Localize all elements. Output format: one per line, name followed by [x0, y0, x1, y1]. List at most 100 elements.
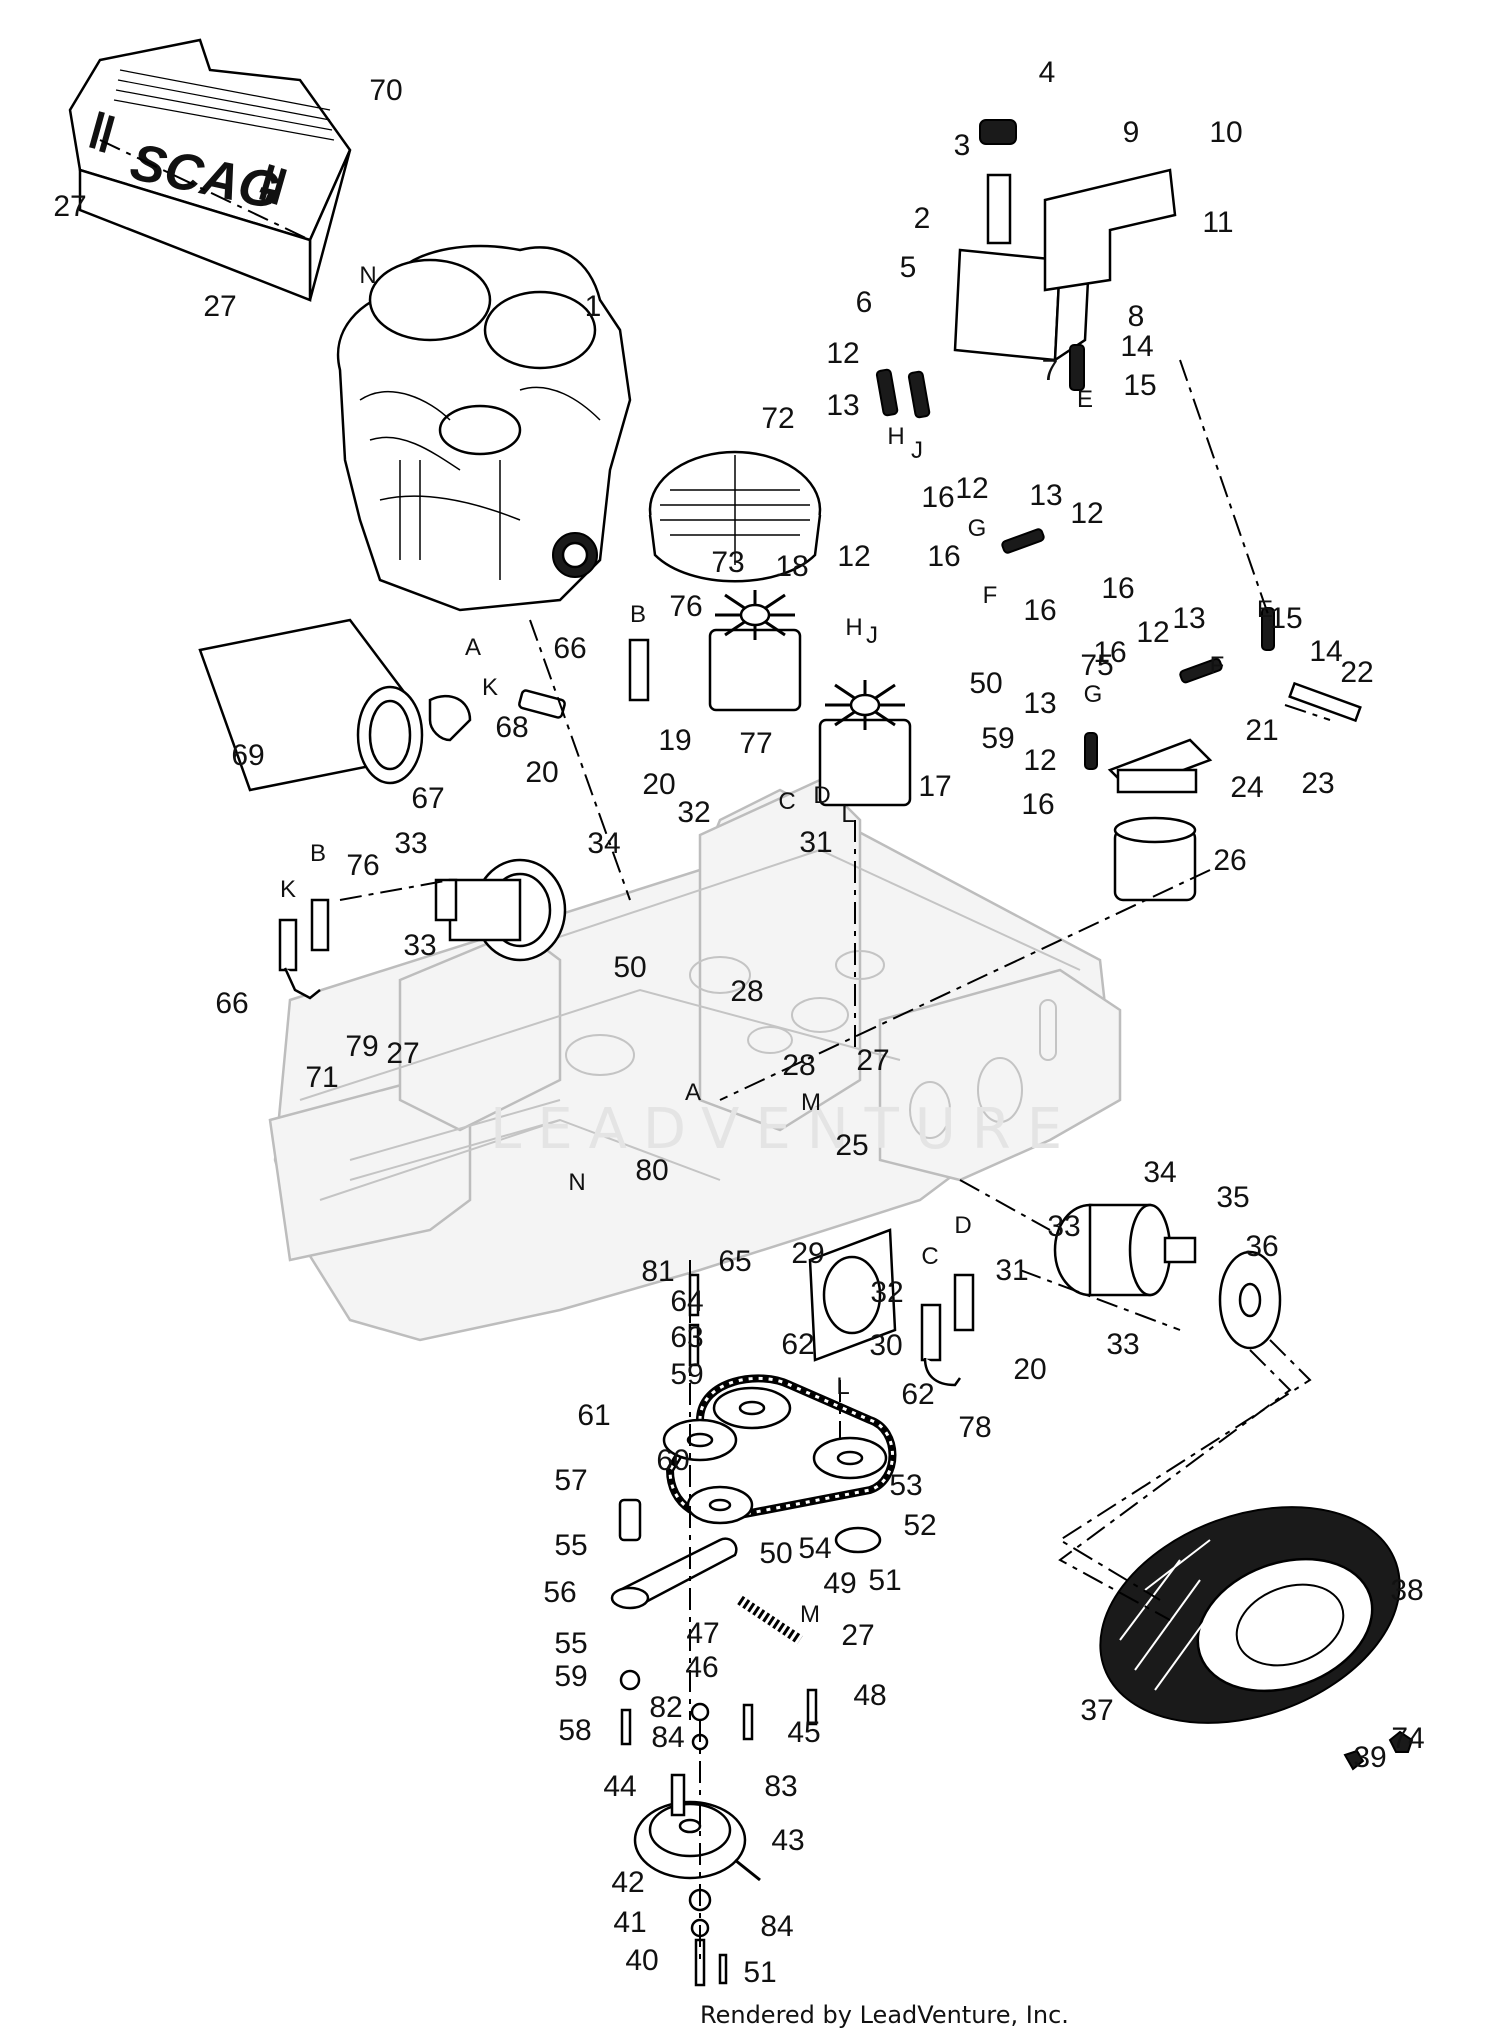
part-label-50: 50: [759, 1537, 792, 1570]
part-label-77: 77: [739, 727, 772, 760]
part-label-24: 24: [1230, 771, 1263, 804]
part-label-61: 61: [577, 1399, 610, 1432]
wheel-motor-34-right: [1053, 1203, 1197, 1297]
part-label-15: 15: [1123, 369, 1156, 402]
part-label-16: 16: [921, 481, 954, 514]
spring-49: [737, 1595, 803, 1645]
part-label-42: 42: [611, 1866, 644, 1899]
muffler-69: [198, 618, 472, 792]
part-label-25: 25: [835, 1129, 868, 1162]
connection-letter-D: D: [954, 1212, 971, 1239]
part-label-17: 17: [918, 770, 951, 803]
part-label-31: 31: [799, 826, 832, 859]
part-label-2: 2: [914, 202, 931, 235]
part-label-16: 16: [1093, 636, 1126, 669]
part-label-13: 13: [1029, 479, 1062, 512]
part-label-16: 16: [1023, 594, 1056, 627]
part-label-14: 14: [1309, 635, 1342, 668]
part-label-27: 27: [841, 1619, 874, 1652]
part-label-62: 62: [781, 1328, 814, 1361]
wheel-hub-36: [1218, 1250, 1282, 1350]
part-label-33: 33: [1047, 1210, 1080, 1243]
part-label-37: 37: [1080, 1694, 1113, 1727]
connection-letter-J: J: [911, 437, 923, 464]
part-label-47: 47: [686, 1617, 719, 1650]
connection-letter-M: M: [800, 1601, 820, 1628]
pulleys-60-61-62: [662, 1386, 888, 1525]
part-label-27: 27: [53, 190, 86, 223]
clutch-43: [633, 1773, 761, 1882]
part-label-29: 29: [791, 1237, 824, 1270]
part-label-51: 51: [868, 1564, 901, 1597]
connection-letter-F: F: [983, 582, 998, 609]
part-label-55: 55: [554, 1529, 587, 1562]
part-label-6: 6: [856, 286, 873, 319]
part-label-43: 43: [771, 1824, 804, 1857]
part-label-26: 26: [1213, 844, 1246, 877]
part-label-31: 31: [995, 1254, 1028, 1287]
mower-frame: LEADVENTURE: [268, 778, 1122, 1342]
part-label-76: 76: [669, 590, 702, 623]
connection-letter-H: H: [887, 423, 904, 450]
part-label-69: 69: [231, 739, 264, 772]
part-label-54: 54: [798, 1532, 831, 1565]
idler-arm-56: [610, 1498, 882, 1610]
part-label-46: 46: [685, 1651, 718, 1684]
connection-letter-J: J: [866, 622, 878, 649]
part-label-66: 66: [215, 987, 248, 1020]
part-label-80: 80: [635, 1154, 668, 1187]
part-label-49: 49: [823, 1567, 856, 1600]
part-label-34: 34: [1143, 1156, 1176, 1189]
part-label-58: 58: [558, 1714, 591, 1747]
fittings-66-76-left: [278, 638, 650, 1000]
connection-letter-A: A: [685, 1079, 701, 1106]
part-label-67: 67: [411, 782, 444, 815]
part-label-12: 12: [1070, 497, 1103, 530]
part-label-12: 12: [826, 337, 859, 370]
routing-lines: [99, 139, 1331, 1960]
part-label-63: 63: [670, 1321, 703, 1354]
part-label-8: 8: [1128, 300, 1145, 333]
part-label-39: 39: [1353, 1741, 1386, 1774]
gasket-plate-30: [808, 1228, 897, 1362]
part-label-13: 13: [1023, 687, 1056, 720]
part-label-16: 16: [1101, 572, 1134, 605]
part-label-83: 83: [764, 1770, 797, 1803]
part-label-9: 9: [1123, 116, 1140, 149]
part-label-75: 75: [1080, 649, 1113, 682]
part-label-5: 5: [900, 251, 917, 284]
part-label-70: 70: [369, 74, 402, 107]
connection-letter-N: N: [359, 262, 376, 289]
connection-letter-G: G: [1084, 681, 1103, 708]
part-label-12: 12: [1136, 616, 1169, 649]
part-label-36: 36: [1245, 1230, 1278, 1263]
part-label-79: 79: [345, 1030, 378, 1063]
connection-letter-B: B: [630, 601, 646, 628]
part-label-22: 22: [1340, 656, 1373, 689]
part-label-71: 71: [305, 1061, 338, 1094]
part-label-50: 50: [613, 951, 646, 984]
engine-1: [336, 244, 632, 612]
fan-screen-72: [648, 450, 822, 583]
part-label-13: 13: [826, 389, 859, 422]
part-label-72: 72: [761, 402, 794, 435]
connection-letter-E: E: [1077, 386, 1093, 413]
part-label-28: 28: [730, 975, 763, 1008]
connection-letter-K: K: [280, 876, 296, 903]
part-label-84: 84: [760, 1910, 793, 1943]
part-label-23: 23: [1301, 767, 1334, 800]
watermark: LEADVENTURE: [490, 1097, 1078, 1162]
part-label-82: 82: [649, 1691, 682, 1724]
connection-letter-D: D: [813, 782, 830, 809]
connection-letter-C: C: [778, 788, 795, 815]
part-label-12: 12: [837, 540, 870, 573]
part-label-11: 11: [1202, 206, 1233, 239]
connection-letter-H: H: [845, 614, 862, 641]
part-label-3: 3: [954, 129, 971, 162]
part-label-64: 64: [670, 1285, 703, 1318]
part-label-27: 27: [386, 1037, 419, 1070]
part-label-20: 20: [525, 756, 558, 789]
